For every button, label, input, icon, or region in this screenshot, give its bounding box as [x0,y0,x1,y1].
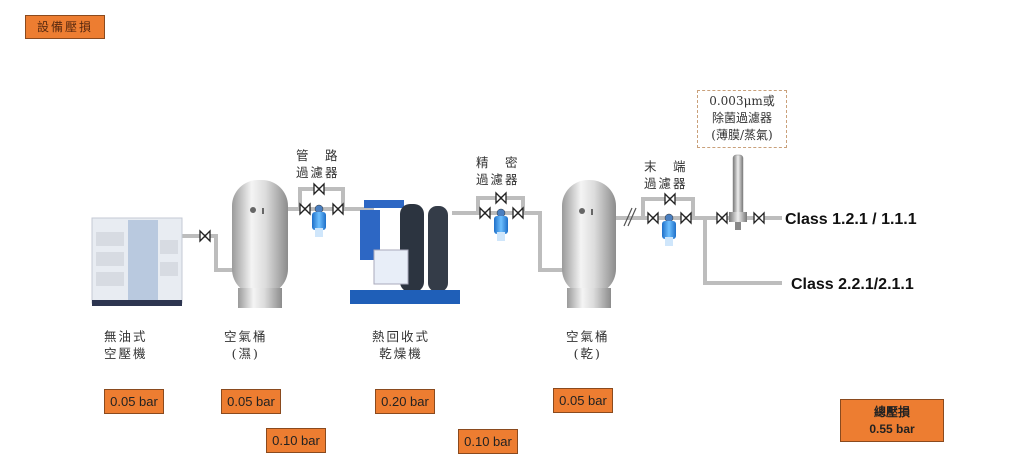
pressure-drop-dryer: 0.20 bar [375,389,435,414]
wet-tank-image [232,180,288,308]
total-label: 總壓損 [873,405,910,419]
valve-icon [299,202,311,216]
valve-icon [716,211,728,225]
valve-icon [313,182,325,196]
dry-tank-image [562,180,616,308]
label-compressor: 無油式 空壓機 [104,329,148,361]
valves [199,182,765,243]
total-value: 0.55 bar [869,422,915,436]
pressure-drop-dry-tank: 0.05 bar [553,388,613,413]
sterile-filter-image [729,154,747,230]
sterile-filter-note: 0.003μm或 除菌過濾器 (薄膜/蒸氣) [697,90,787,148]
precision-filter-image [494,208,508,241]
valve-icon [680,211,692,225]
valve-icon [753,211,765,225]
line-filter-image [312,204,326,237]
valve-icon [495,191,507,205]
output-class-2: Class 2.2.1/2.1.1 [791,276,914,293]
pressure-drop-wet-tank: 0.05 bar [221,389,281,414]
pressure-drop-line-filter: 0.10 bar [266,428,326,453]
title-badge: 設備壓損 [25,15,105,39]
compressor-image [91,217,183,306]
label-end-filter: 末 端 過濾器 [644,159,688,191]
total-pressure-drop: 總壓損 0.55 bar [840,399,944,442]
valve-icon [512,206,524,220]
output-class-1: Class 1.2.1 / 1.1.1 [785,211,917,228]
end-filter-image [662,213,676,246]
dryer-image [350,200,460,304]
label-line-filter: 管 路 過濾器 [296,148,340,180]
pipe-break-marks [623,207,637,227]
valve-icon [664,192,676,206]
valve-icon [199,229,211,243]
valve-icon [647,211,659,225]
label-dry-tank: 空氣桶 (乾) [566,329,610,361]
pressure-drop-precision-filter: 0.10 bar [458,429,518,454]
label-dryer: 熱回收式 乾燥機 [372,329,431,361]
label-wet-tank: 空氣桶 (濕) [224,329,268,361]
valve-icon [332,202,344,216]
valve-icon [479,206,491,220]
label-precision-filter: 精 密 過濾器 [476,155,520,187]
pressure-drop-compressor: 0.05 bar [104,389,164,414]
